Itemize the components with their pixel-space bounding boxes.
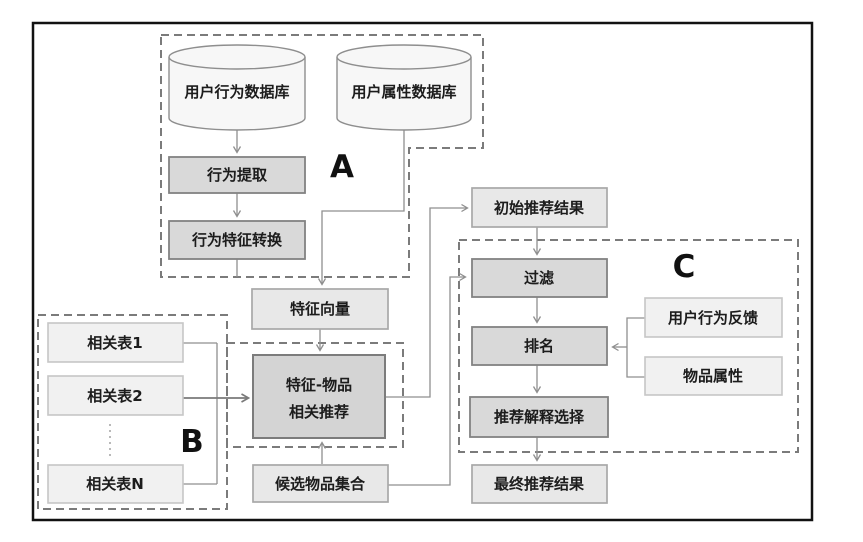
- cylinder-top: [168, 44, 306, 70]
- line-reltables-collector: [183, 342, 218, 485]
- node-feature-vector: 特征向量: [251, 288, 389, 330]
- candidate-set-label: 候选物品集合: [275, 475, 366, 493]
- feature-item-label-line2: 相关推荐: [289, 403, 349, 421]
- user-feedback-label: 用户行为反馈: [668, 309, 758, 327]
- cylinder-top: [336, 44, 472, 70]
- node-rel-table-1: 相关表1: [47, 322, 184, 363]
- node-final-result: 最终推荐结果: [471, 464, 608, 504]
- region-c-outline: [458, 239, 799, 453]
- db-attribute-label: 用户属性数据库: [351, 83, 456, 101]
- rel-table-n-label: 相关表N: [86, 475, 144, 493]
- cylinder-body: [168, 57, 306, 131]
- region-a-outline: [160, 34, 484, 278]
- cylinder-body: [336, 57, 472, 131]
- final-result-label: 最终推荐结果: [494, 475, 585, 493]
- node-item-attr: 物品属性: [644, 356, 783, 396]
- behavior-extract-label: 行为提取: [206, 166, 268, 184]
- node-explain-select: 推荐解释选择: [469, 396, 609, 438]
- item-attr-label: 物品属性: [683, 367, 743, 385]
- arrow-candidateset-to-filter: [388, 272, 467, 486]
- feature-item-label-line1: 特征-物品: [286, 376, 352, 394]
- arrow-featureitem-to-initialresult: [385, 203, 469, 398]
- node-ranking: 排名: [471, 326, 608, 366]
- region-b-label: B: [180, 424, 204, 460]
- database-user-behavior: 用户行为数据库: [168, 44, 306, 131]
- initial-result-label: 初始推荐结果: [494, 199, 585, 217]
- node-rel-table-n: 相关表N: [47, 464, 184, 504]
- node-candidate-set: 候选物品集合: [252, 464, 389, 503]
- explain-select-label: 推荐解释选择: [494, 408, 585, 426]
- node-user-feedback: 用户行为反馈: [644, 297, 783, 338]
- rel-table-1-label: 相关表1: [87, 334, 142, 352]
- filter-label: 过滤: [524, 269, 554, 287]
- rel-table-2-label: 相关表2: [87, 387, 142, 405]
- node-filter: 过滤: [471, 258, 608, 298]
- region-b-outline: [37, 314, 228, 510]
- behavior-transform-label: 行为特征转换: [191, 231, 283, 249]
- region-feature-item-outline: [226, 342, 404, 448]
- node-initial-result: 初始推荐结果: [471, 187, 608, 228]
- node-rel-table-2: 相关表2: [47, 375, 184, 416]
- region-a-label: A: [330, 149, 354, 185]
- arrow-dbattribute-to-featurevector: [317, 130, 405, 286]
- ranking-label: 排名: [524, 337, 554, 355]
- region-c-label: C: [673, 249, 696, 285]
- node-behavior-extract: 行为提取: [168, 156, 306, 194]
- feature-vector-label: 特征向量: [290, 300, 350, 318]
- database-user-attribute: 用户属性数据库: [336, 44, 472, 131]
- node-feature-item-recommend: 特征-物品 相关推荐: [252, 354, 386, 439]
- db-behavior-label: 用户行为数据库: [184, 83, 289, 101]
- node-behavior-transform: 行为特征转换: [168, 220, 306, 260]
